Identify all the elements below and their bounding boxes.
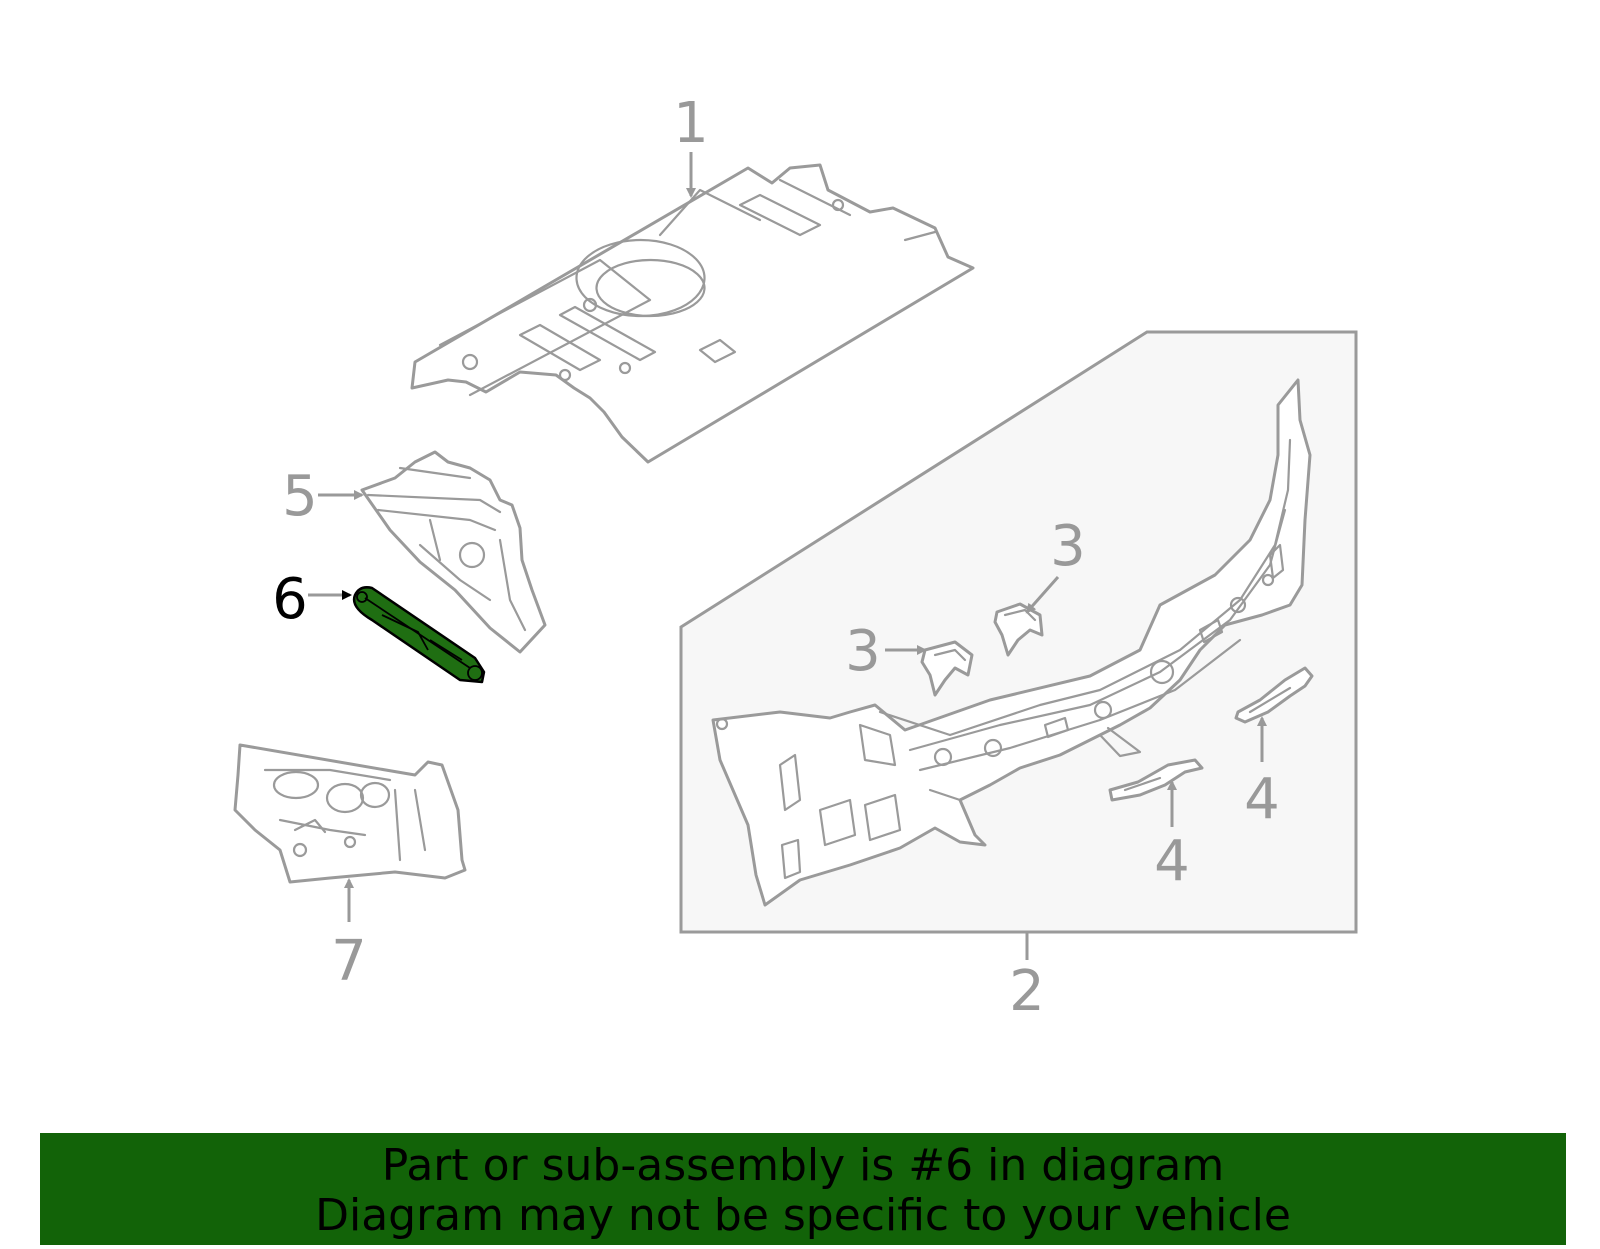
callout-numbers: 1 5 6 7 2 3 3 4 4 — [272, 91, 1280, 1024]
callout-2: 2 — [1009, 959, 1045, 1024]
part-6-extension-highlighted — [352, 586, 486, 684]
callout-4-right: 4 — [1244, 767, 1280, 832]
part-4-bracket-left — [1108, 758, 1204, 802]
part-2-rear-body-panel — [711, 378, 1312, 907]
info-banner: Part or sub-assembly is #6 in diagram Di… — [40, 1133, 1566, 1245]
callout-5: 5 — [282, 464, 318, 529]
callout-4-left: 4 — [1154, 829, 1190, 894]
callout-3-right: 3 — [1050, 514, 1086, 579]
banner-line-1: Part or sub-assembly is #6 in diagram — [381, 1140, 1225, 1191]
banner-line-2: Diagram may not be specific to your vehi… — [315, 1190, 1291, 1241]
callout-3-left: 3 — [845, 619, 881, 684]
part-1-rear-floor-pan — [410, 163, 975, 464]
part-7-panel — [233, 743, 467, 884]
part-5-bracket — [360, 450, 547, 654]
callout-6: 6 — [272, 567, 308, 632]
callout-7: 7 — [331, 929, 367, 994]
part-3-bracket-left — [920, 640, 974, 697]
callout-1: 1 — [673, 91, 709, 156]
callout-lines — [308, 152, 1267, 960]
part-4-bracket-right — [1234, 666, 1314, 724]
